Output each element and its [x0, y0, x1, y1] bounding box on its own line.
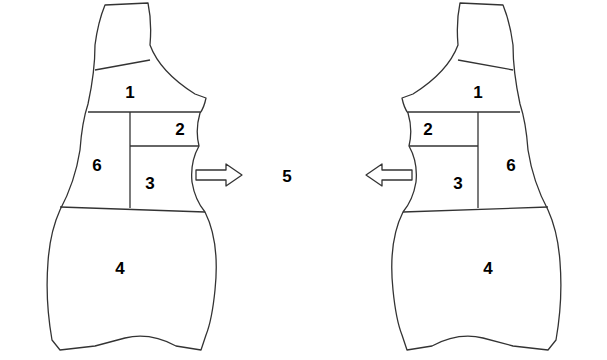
- callout-number: 6: [92, 157, 101, 174]
- callout-number: 3: [145, 175, 154, 192]
- cut-line: [60, 207, 205, 212]
- callout-number: 4: [115, 260, 124, 277]
- cut-line: [129, 112, 130, 208]
- carcass-outline: [47, 3, 216, 350]
- cut-line: [130, 145, 199, 146]
- callout-number: 1: [125, 84, 134, 101]
- carcass-mirror: [366, 3, 561, 350]
- cut-line: [88, 111, 200, 112]
- callout-number: 4: [483, 260, 492, 277]
- callout-number: 1: [473, 84, 482, 101]
- callout-number: 2: [175, 121, 184, 138]
- callout-number: 6: [506, 157, 515, 174]
- callout-number: 3: [453, 175, 462, 192]
- hollow-arrow: [196, 164, 242, 186]
- callout-number: 2: [423, 121, 432, 138]
- callout-number: 5: [282, 168, 291, 185]
- cut-line: [95, 60, 150, 70]
